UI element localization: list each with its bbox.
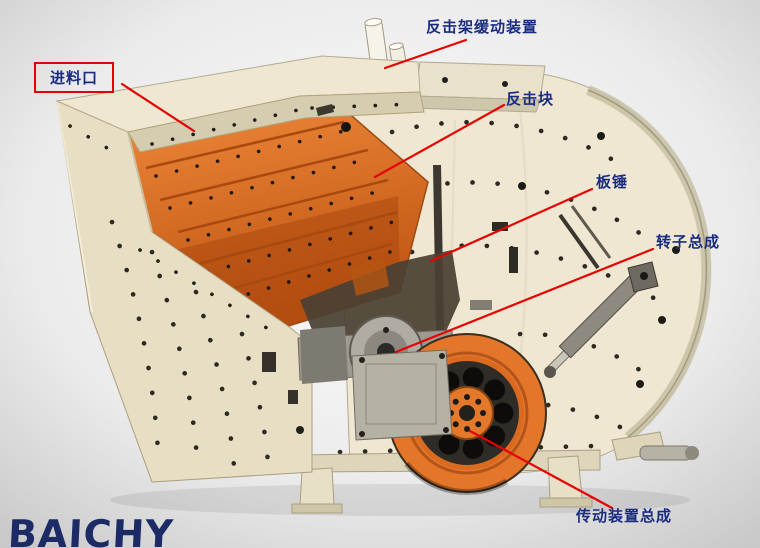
impact-frame-top bbox=[354, 17, 546, 113]
left-leg bbox=[299, 467, 335, 507]
label-buffer-device: 反击架缓动装置 bbox=[426, 18, 539, 36]
label-transmission-assembly: 传动装置总成 bbox=[576, 507, 673, 525]
leader-rotor-assembly bbox=[394, 247, 655, 354]
label-blow-bar: 板锤 bbox=[596, 173, 629, 191]
door-hinge bbox=[262, 352, 276, 372]
crushing-cavity bbox=[300, 250, 460, 350]
leader-blow-bar bbox=[429, 187, 594, 263]
hydraulic-cylinder bbox=[544, 261, 659, 378]
label-rotor-assembly: 转子总成 bbox=[656, 233, 721, 251]
label-feed-inlet: 进料口 bbox=[34, 62, 115, 93]
leader-feed-inlet bbox=[120, 82, 196, 133]
leader-transmission bbox=[468, 429, 614, 510]
right-leg bbox=[547, 455, 583, 501]
ground-shadow bbox=[110, 484, 690, 516]
bearing-housing bbox=[351, 349, 453, 441]
leader-impact-block bbox=[373, 103, 506, 179]
tie-rod bbox=[558, 213, 600, 270]
brand-logo: BAICHY bbox=[6, 512, 175, 548]
impact-liner-rows bbox=[145, 120, 399, 294]
drain-pipe bbox=[639, 445, 693, 461]
top-lid bbox=[55, 55, 425, 153]
leader-lines bbox=[120, 38, 655, 510]
impact-plate-segment bbox=[350, 258, 389, 296]
label-impact-block: 反击块 bbox=[506, 90, 555, 108]
leader-buffer-device bbox=[383, 38, 468, 70]
